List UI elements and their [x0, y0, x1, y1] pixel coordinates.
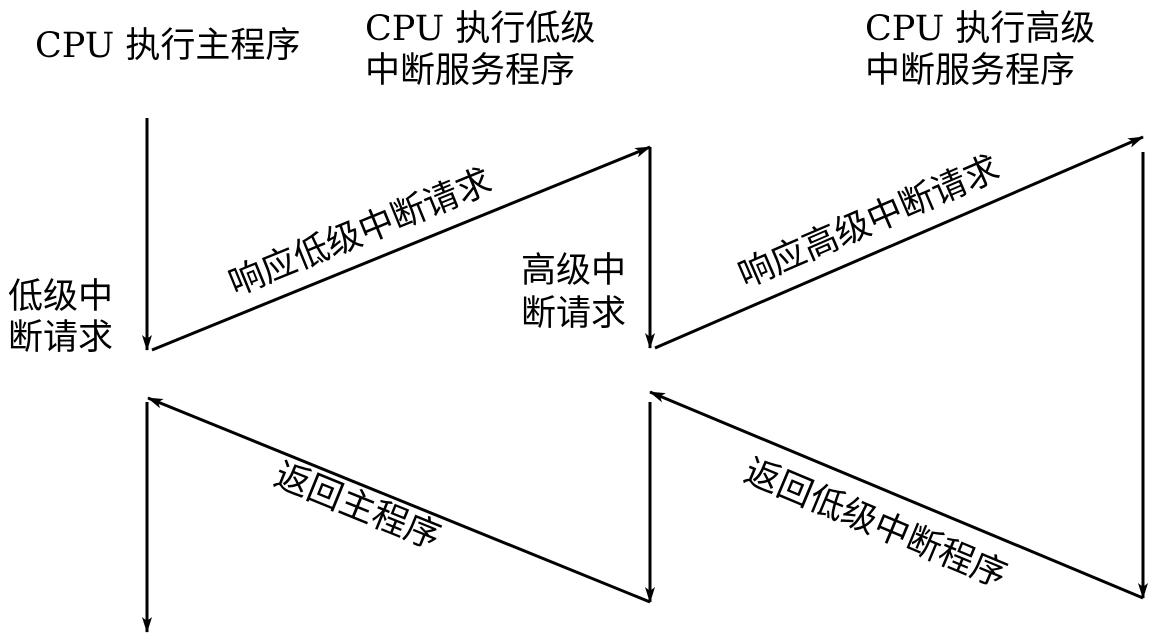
low-request-label-line1: 低级中: [8, 277, 113, 317]
respond-low-arrow: [151, 145, 651, 352]
high-isr-title-line2: 中断服务程序: [865, 51, 1075, 91]
respond-low-label: 响应低级中断请求: [223, 161, 497, 304]
return-low-label: 返回低级中断程序: [739, 451, 1013, 596]
high-request-label-line2: 断请求: [521, 294, 626, 334]
low-request-label-line2: 断请求: [8, 318, 113, 358]
high-request-label-line1: 高级中: [521, 251, 626, 291]
main-program-title: CPU 执行主程序: [35, 26, 300, 66]
return-main-arrow: [147, 396, 651, 604]
low-isr-title-line1: CPU 执行低级: [365, 9, 595, 49]
low-isr-title-line2: 中断服务程序: [365, 51, 575, 91]
respond-high-arrow: [654, 135, 1144, 350]
high-isr-title-line1: CPU 执行高级: [865, 9, 1095, 49]
return-low-arrow: [649, 390, 1144, 600]
respond-high-label: 响应高级中断请求: [733, 148, 1006, 296]
